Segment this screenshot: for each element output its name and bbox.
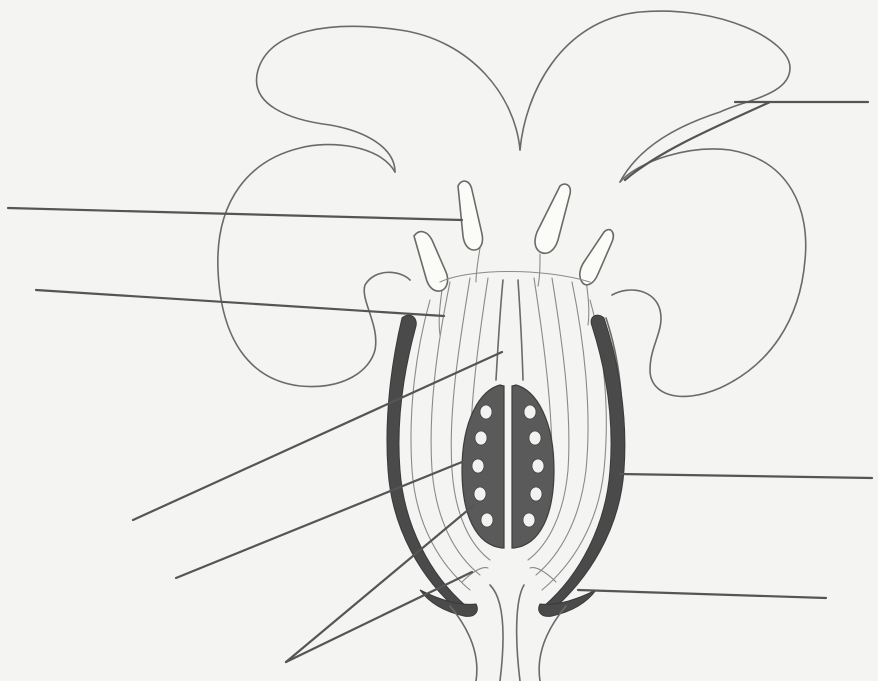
pedicel	[450, 585, 566, 681]
pedicel-left	[450, 606, 477, 681]
anther-right-outer	[580, 230, 613, 285]
nectary-right	[530, 568, 556, 582]
receptacle-tissue	[387, 315, 625, 616]
petal-upper-left	[257, 26, 520, 172]
ovule	[474, 487, 486, 501]
pedicel-center-right	[517, 585, 524, 681]
pedicel-center-left	[490, 585, 503, 681]
ovule	[524, 405, 536, 419]
ovule	[530, 487, 542, 501]
anther-left-outer	[414, 232, 448, 291]
leader-receptacle	[578, 590, 826, 598]
anther-right-inner	[535, 184, 570, 253]
style-left-edge	[496, 280, 503, 380]
tube-rim	[440, 272, 590, 283]
ovule	[480, 405, 492, 419]
leader-style	[133, 352, 502, 520]
ovary	[462, 385, 554, 548]
petal-lower-left	[218, 145, 410, 387]
pedicel-right	[539, 606, 566, 681]
leader-filament	[36, 290, 444, 316]
ovule	[475, 431, 487, 445]
ovule	[481, 513, 493, 527]
petal-lower-right	[612, 149, 806, 396]
style	[496, 280, 523, 380]
leader-sepal	[620, 474, 872, 478]
ovule	[523, 513, 535, 527]
ovule	[472, 459, 484, 473]
ovule	[532, 459, 544, 473]
petals	[218, 11, 806, 396]
style-right-edge	[518, 280, 523, 380]
anther-left-inner	[458, 181, 483, 250]
leader-anther	[8, 208, 462, 220]
ovule	[529, 431, 541, 445]
petal-upper-right	[520, 11, 790, 182]
filament-right-inner	[538, 254, 540, 286]
filament-left-inner	[476, 248, 480, 282]
leader-petal-tail	[625, 102, 770, 180]
filament-right-outer	[586, 280, 589, 325]
